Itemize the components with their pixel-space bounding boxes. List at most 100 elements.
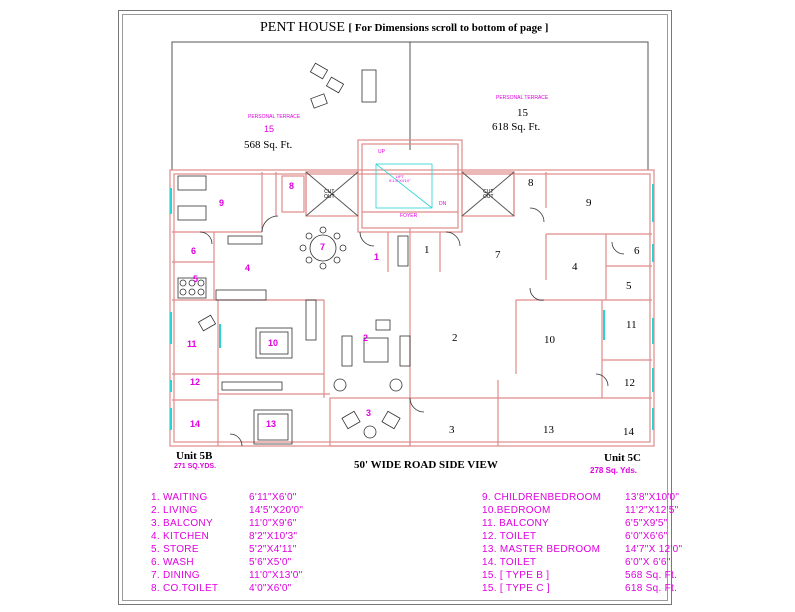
room-number-14-right: 14 [623, 426, 634, 438]
room-number-11-right: 11 [626, 319, 637, 331]
room-number-4-left: 4 [245, 263, 251, 273]
legend-row: 7. DINING 11'0"X13'0" [151, 570, 311, 583]
legend-row: 11. BALCONY 6'5"X9'5" [482, 518, 667, 531]
stair-dn-label: DN [439, 201, 447, 207]
legend-room-dimension: 14'5"X20'0" [249, 505, 304, 516]
room-number-5-right: 5 [626, 280, 632, 292]
cutout-crosses [305, 171, 515, 217]
legend-room-label: 8. CO.TOILET [151, 583, 219, 594]
legend-room-dimension: 6'5"X9'5" [625, 518, 668, 529]
legend-row: 13. MASTER BEDROOM 14'7"X 12'0" [482, 544, 682, 557]
terrace-outline [171, 41, 649, 170]
drawing-frame-inner [122, 14, 668, 601]
room-number-8-left: 8 [289, 181, 295, 191]
room-number-3-left: 3 [366, 408, 372, 418]
legend-room-label: 9. CHILDRENBEDROOM [482, 492, 602, 503]
terrace-right-area: 618 Sq. Ft. [492, 121, 541, 133]
room-number-10-right: 10 [544, 334, 555, 346]
room-number-3-right: 3 [449, 424, 455, 436]
legend-row: 4. KITCHEN 8'2"X10'3" [151, 531, 311, 544]
legend-left: 1. WAITING 6'11"X6'0" 2. LIVING 14'5"X20'0"… [151, 492, 311, 596]
unit-left-area: 271 SQ.YDS. [174, 463, 217, 470]
legend-room-label: 7. DINING [151, 570, 200, 581]
legend-room-label: 6. WASH [151, 557, 194, 568]
room-number-13-right: 13 [543, 424, 554, 436]
room-number-4-right: 4 [572, 261, 578, 273]
legend-room-label: 4. KITCHEN [151, 531, 210, 542]
room-number-6-right: 6 [634, 245, 640, 257]
cutout-left-label: CUT OUT [324, 189, 335, 200]
legend-room-dimension: 6'0"X6'6" [625, 531, 668, 542]
legend-room-dimension: 13'8"X10'0" [625, 492, 680, 503]
legend-row: 2. LIVING 14'5"X20'0" [151, 505, 311, 518]
room-number-9-left: 9 [219, 198, 225, 208]
road-side-label: 50' WIDE ROAD SIDE VIEW [354, 459, 498, 471]
room-number-12-right: 12 [624, 377, 635, 389]
legend-row: 12. TOILET 6'0"X6'6" [482, 531, 667, 544]
legend-row: 15. [ TYPE B ] 568 Sq. Ft. [482, 570, 677, 583]
room-number-10-left: 10 [268, 338, 279, 348]
room-number-1-left: 1 [374, 252, 380, 262]
legend-row: 1. WAITING 6'11"X6'0" [151, 492, 311, 505]
legend-room-label: 15. [ TYPE C ] [482, 583, 550, 594]
terrace-right-number: 15 [517, 107, 528, 119]
terrace-left-area: 568 Sq. Ft. [244, 139, 293, 151]
legend-room-dimension: 5'2"X4'11" [249, 544, 297, 555]
legend-room-dimension: 5'6"X5'0" [249, 557, 292, 568]
legend-room-dimension: 6'11"X6'0" [249, 492, 297, 503]
legend-room-label: 3. BALCONY [151, 518, 213, 529]
legend-row: 6. WASH 5'6"X5'0" [151, 557, 311, 570]
room-number-7-right: 7 [495, 249, 501, 261]
legend-row: 8. CO.TOILET 4'0"X6'0" [151, 583, 311, 596]
legend-row: 3. BALCONY 11'0"X9'6" [151, 518, 311, 531]
room-number-2-right: 2 [452, 332, 458, 344]
room-number-6-left: 6 [191, 246, 197, 256]
legend-room-dimension: 618 Sq. Ft. [625, 583, 678, 594]
terrace-left-number: 15 [264, 124, 275, 134]
legend-room-label: 13. MASTER BEDROOM [482, 544, 601, 555]
legend-room-dimension: 11'0"X9'6" [249, 518, 297, 529]
legend-room-label: 1. WAITING [151, 492, 208, 503]
unit-right-name: Unit 5C [604, 452, 641, 464]
foyer-label: FOYER [400, 213, 418, 219]
unit-right-area: 278 Sq. Yds. [590, 466, 637, 475]
page-title: PENT HOUSE [ For Dimensions scroll to bo… [260, 20, 620, 36]
room-number-8-right: 8 [528, 177, 534, 189]
room-number-2-left: 2 [363, 333, 369, 343]
legend-room-label: 5. STORE [151, 544, 199, 555]
room-number-13-left: 13 [266, 419, 277, 429]
stair-up-label: UP [378, 149, 385, 155]
lift-label: LIFT 5'1.5"X4'10" [389, 174, 411, 183]
room-number-7-left: 7 [320, 242, 326, 252]
legend-room-label: 10.BEDROOM [482, 505, 551, 516]
room-number-14-left: 14 [190, 419, 201, 429]
terrace-right-caption: PERSONAL TERRACE [496, 95, 549, 101]
legend-room-label: 12. TOILET [482, 531, 537, 542]
cutout-right-label: CUT OUT [483, 189, 494, 200]
drawing-frame-outer [118, 10, 672, 605]
legend-row: 15. [ TYPE C ] 618 Sq. Ft. [482, 583, 677, 596]
room-number-1-right: 1 [424, 244, 430, 256]
legend-room-dimension: 4'0"X6'0" [249, 583, 292, 594]
room-number-12-left: 12 [190, 377, 201, 387]
unit-left-name: Unit 5B [176, 450, 213, 462]
legend-room-dimension: 14'7"X 12'0" [625, 544, 683, 555]
room-number-11-left: 11 [187, 339, 197, 349]
legend-room-dimension: 11'0"X13'0" [249, 570, 303, 581]
legend-row: 5. STORE 5'2"X4'11" [151, 544, 311, 557]
terrace-left-caption: PERSONAL TERRACE [248, 114, 301, 120]
furniture [177, 62, 433, 445]
legend-room-label: 15. [ TYPE B ] [482, 570, 550, 581]
legend-room-dimension: 6'0"X 6'6" [625, 557, 671, 568]
walls [169, 139, 655, 447]
legend-room-label: 11. BALCONY [482, 518, 550, 529]
legend-room-label: 2. LIVING [151, 505, 198, 516]
legend-room-dimension: 8'2"X10'3" [249, 531, 298, 542]
legend-room-label: 14. TOILET [482, 557, 537, 568]
windows [170, 184, 654, 430]
legend-room-dimension: 568 Sq. Ft. [625, 570, 678, 581]
room-number-5-left: 5 [193, 274, 199, 284]
